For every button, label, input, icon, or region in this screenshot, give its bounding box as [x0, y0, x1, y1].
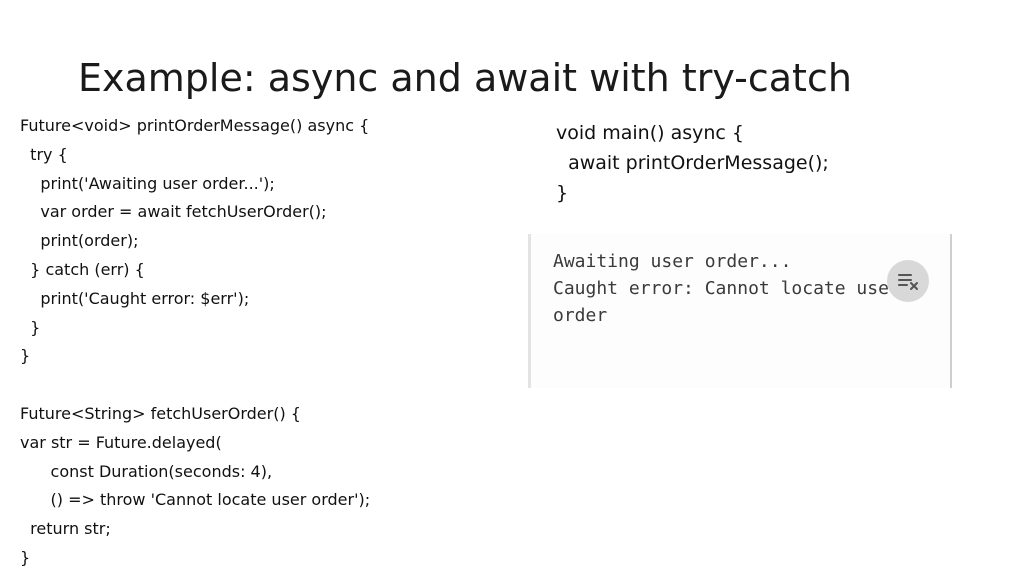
- code-line: }: [20, 317, 41, 337]
- code-line: print(order);: [20, 231, 139, 251]
- code-block-right: void main() async { await printOrderMess…: [556, 118, 829, 208]
- code-line: }: [20, 346, 31, 366]
- code-line: } catch (err) {: [20, 259, 145, 279]
- code-line: try {: [20, 144, 68, 164]
- code-line: print('Caught error: $err');: [20, 288, 250, 308]
- console-output-text: Awaiting user order... Caught error: Can…: [553, 248, 893, 329]
- code-line-blank: [20, 371, 520, 400]
- code-line: Future<String> fetchUserOrder() {: [20, 403, 301, 423]
- code-line: var str = Future.delayed(: [20, 432, 222, 452]
- code-line: }: [556, 182, 569, 204]
- code-line: Future<void> printOrderMessage() async {: [20, 116, 370, 135]
- slide-title: Example: async and await with try-catch: [78, 56, 852, 100]
- code-line: await printOrderMessage();: [556, 152, 829, 174]
- console-line: order: [553, 305, 608, 326]
- code-line: var order = await fetchUserOrder();: [20, 202, 327, 222]
- clear-console-button[interactable]: [887, 260, 929, 302]
- clear-all-icon: [898, 274, 918, 290]
- console-output-panel: Awaiting user order... Caught error: Can…: [528, 234, 952, 388]
- code-line: const Duration(seconds: 4),: [20, 461, 273, 481]
- code-line: print('Awaiting user order...');: [20, 173, 275, 193]
- code-line: }: [20, 547, 31, 567]
- code-line: void main() async {: [556, 122, 744, 144]
- code-line: () => throw 'Cannot locate user order');: [20, 490, 371, 510]
- console-line: Awaiting user order...: [553, 251, 792, 272]
- code-line: return str;: [20, 519, 111, 539]
- code-block-left: Future<void> printOrderMessage() async {…: [20, 112, 520, 573]
- console-line: Caught error: Cannot locate user: [553, 278, 893, 299]
